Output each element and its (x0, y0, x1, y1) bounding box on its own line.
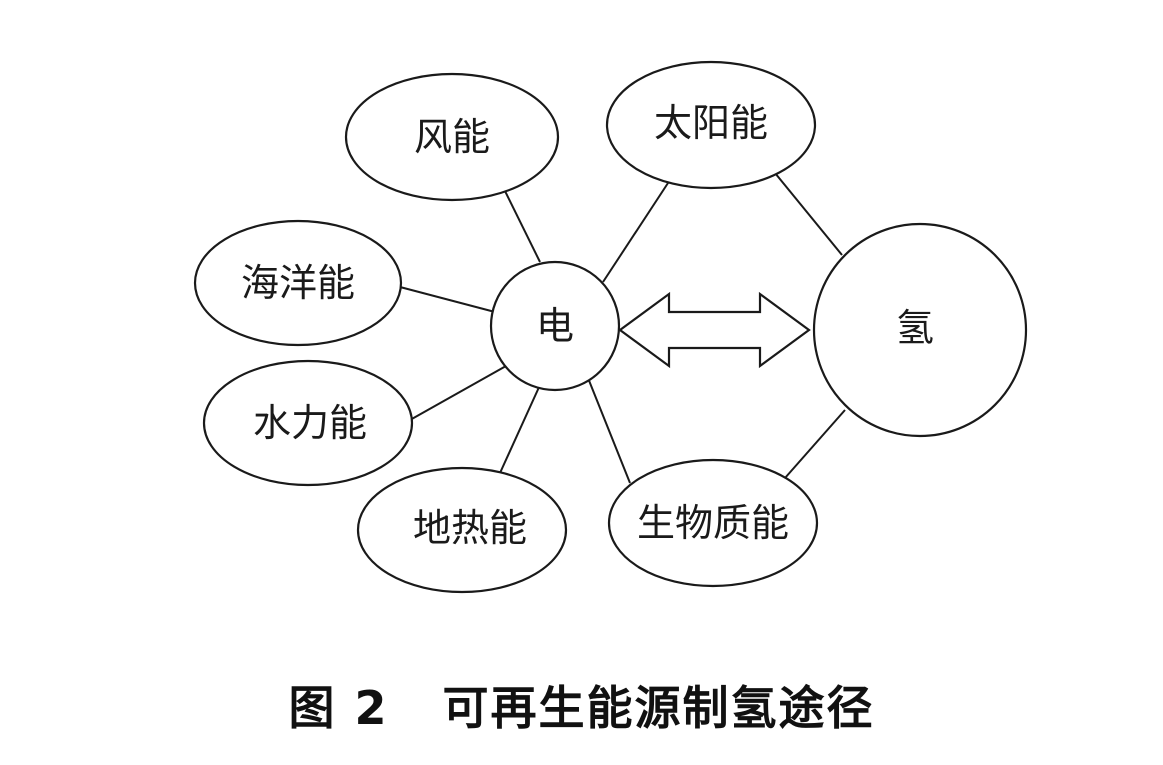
figure-title: 可再生能源制氢途径 (442, 681, 875, 735)
node-wind-shape (344, 72, 560, 202)
figure-number: 图 2 (288, 681, 389, 735)
edge-geothermal-electricity (499, 384, 541, 474)
node-biomass: 生物质能 (607, 458, 819, 588)
figure-caption: 图 2 可再生能源制氢途径 (0, 672, 1163, 738)
edge-ocean-electricity (399, 286, 496, 313)
edge-solar-hydrogen (774, 172, 843, 256)
node-solar-shape (605, 60, 817, 190)
edge-wind-electricity (502, 186, 541, 263)
node-hydrogen-label: 氢 (896, 306, 934, 350)
node-ocean-label: 海洋能 (241, 261, 355, 305)
node-hydrogen-shape (812, 222, 1028, 438)
node-geothermal: 地热能 (356, 466, 568, 594)
edge-hydro-electricity (409, 365, 507, 421)
renewable-hydrogen-diagram: 风能 海洋能 水力能 地热能 太阳能 生物质能 电 氢 (193, 60, 1028, 594)
node-geothermal-label: 地热能 (413, 506, 527, 550)
node-ocean: 海洋能 (193, 219, 403, 347)
caption-gap (388, 681, 442, 735)
node-hydro: 水力能 (202, 359, 414, 487)
node-hydro-shape (202, 359, 414, 487)
edge-biomass-electricity (587, 377, 631, 484)
node-wind-label: 风能 (414, 115, 490, 159)
node-biomass-label: 生物质能 (637, 501, 789, 545)
edge-biomass-hydrogen (784, 409, 846, 479)
node-ocean-shape (193, 219, 403, 347)
node-hydrogen: 氢 (812, 222, 1028, 438)
edges (399, 172, 846, 484)
node-electricity-label: 电 (536, 304, 574, 348)
node-wind: 风能 (344, 72, 560, 202)
node-solar-label: 太阳能 (654, 101, 768, 145)
node-electricity: 电 (489, 260, 621, 392)
node-geothermal-shape (356, 466, 568, 594)
node-solar: 太阳能 (605, 60, 817, 190)
edge-solar-electricity (602, 182, 669, 283)
node-hydro-label: 水力能 (253, 401, 367, 445)
node-biomass-shape (607, 458, 819, 588)
node-electricity-shape (489, 260, 621, 392)
bidirectional-arrow (618, 291, 811, 369)
